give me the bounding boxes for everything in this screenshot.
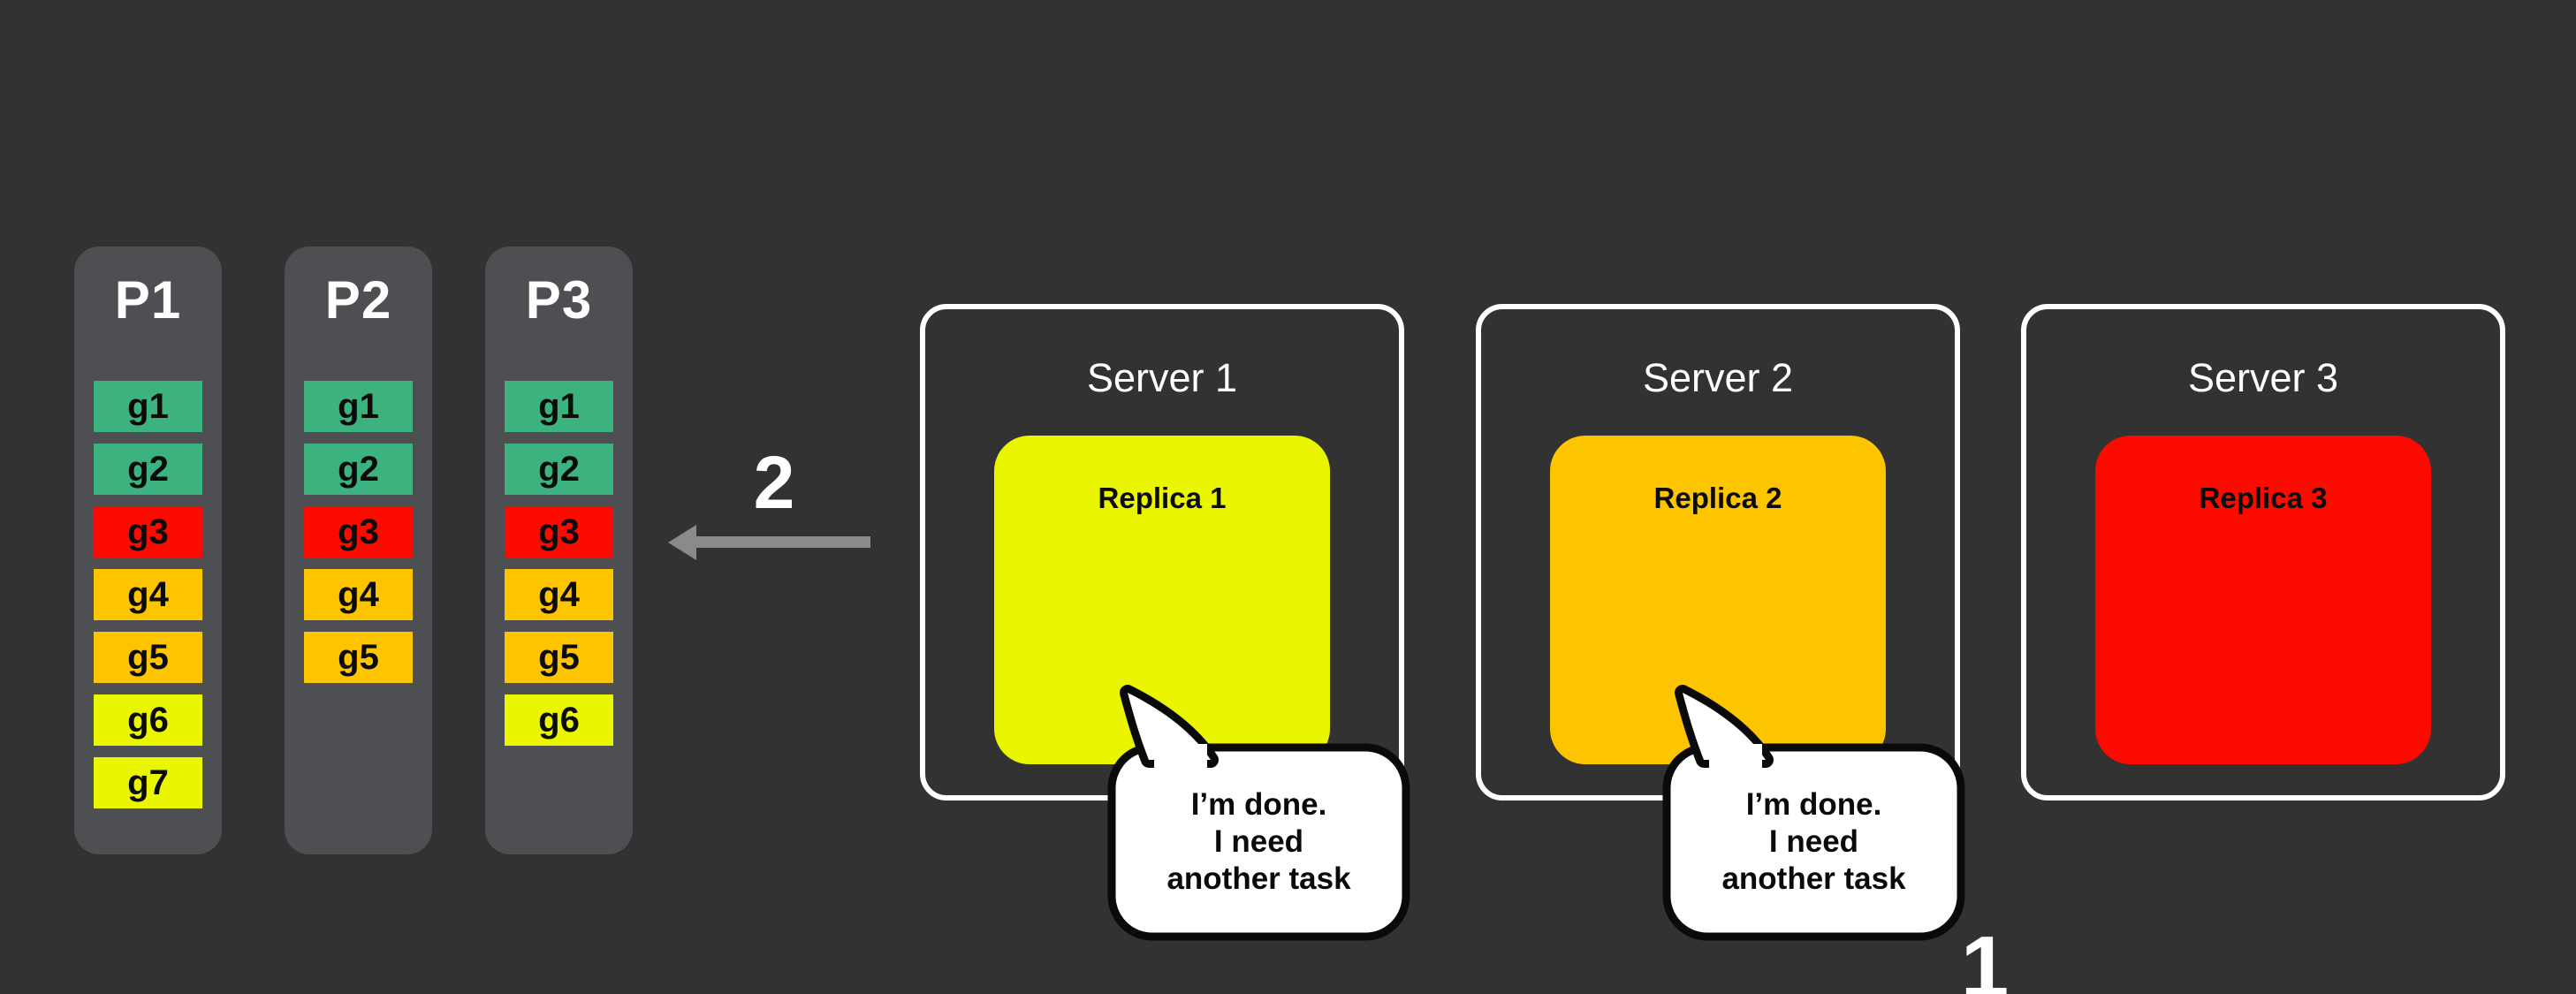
speech-bubble-icon xyxy=(1107,685,1410,941)
task-tile: g6 xyxy=(505,694,613,746)
task-tile: g2 xyxy=(94,444,202,495)
task-tile: g3 xyxy=(304,506,413,558)
speech-line: I’m done. xyxy=(1190,787,1327,822)
task-tile: g5 xyxy=(505,632,613,683)
partition-p3: P3 g1 g2 g3 g4 g5 g6 xyxy=(485,247,633,854)
speech-text-server-2: I’m done. I need another task xyxy=(1667,747,1961,937)
speech-line: another task xyxy=(1166,861,1351,896)
task-tile: g6 xyxy=(94,694,202,746)
replica-3-box: Replica 3 xyxy=(2095,436,2431,764)
step-1-label: 1 xyxy=(1960,918,2010,994)
replica-1-label: Replica 1 xyxy=(1098,482,1227,514)
task-tile: g5 xyxy=(94,632,202,683)
speech-bubble-icon xyxy=(1662,685,1965,941)
arrow-left-head-icon xyxy=(668,525,696,560)
server-2-title: Server 2 xyxy=(1642,355,1794,400)
speech-text-server-1: I’m done. I need another task xyxy=(1112,747,1406,937)
task-tile: g2 xyxy=(505,444,613,495)
task-tile: g3 xyxy=(505,506,613,558)
server-3-box: Server 3 Replica 3 xyxy=(2021,304,2505,801)
arrow-left-icon xyxy=(691,536,870,548)
partition-p1: P1 g1 g2 g3 g4 g5 g6 g7 xyxy=(74,247,222,854)
speech-line: I need xyxy=(1768,824,1859,859)
speech-line: I need xyxy=(1213,824,1304,859)
task-tile: g4 xyxy=(94,569,202,620)
partition-p2-title: P2 xyxy=(324,270,392,330)
task-tile: g2 xyxy=(304,444,413,495)
replica-3-label: Replica 3 xyxy=(2199,482,2328,514)
partition-p3-title: P3 xyxy=(525,270,593,330)
speech-tail-icon xyxy=(1675,685,1774,768)
replica-2-label: Replica 2 xyxy=(1653,482,1782,514)
task-tile: g5 xyxy=(304,632,413,683)
task-tile: g1 xyxy=(304,381,413,432)
task-tile: g1 xyxy=(94,381,202,432)
partition-p1-title: P1 xyxy=(114,270,182,330)
server-3-title: Server 3 xyxy=(2187,355,2339,400)
task-tile: g4 xyxy=(304,569,413,620)
server-1-title: Server 1 xyxy=(1086,355,1238,400)
task-tile: g1 xyxy=(505,381,613,432)
step-2-label: 2 xyxy=(753,441,795,524)
task-tile: g7 xyxy=(94,757,202,808)
partition-p2: P2 g1 g2 g3 g4 g5 xyxy=(285,247,432,854)
speech-bubble-server-1: I’m done. I need another task xyxy=(1099,629,1417,947)
task-tile: g4 xyxy=(505,569,613,620)
speech-line: another task xyxy=(1721,861,1906,896)
speech-line: I’m done. xyxy=(1745,787,1882,822)
speech-bubble-server-2: I’m done. I need another task xyxy=(1654,629,1972,947)
speech-tail-icon xyxy=(1120,685,1219,768)
task-tile: g3 xyxy=(94,506,202,558)
